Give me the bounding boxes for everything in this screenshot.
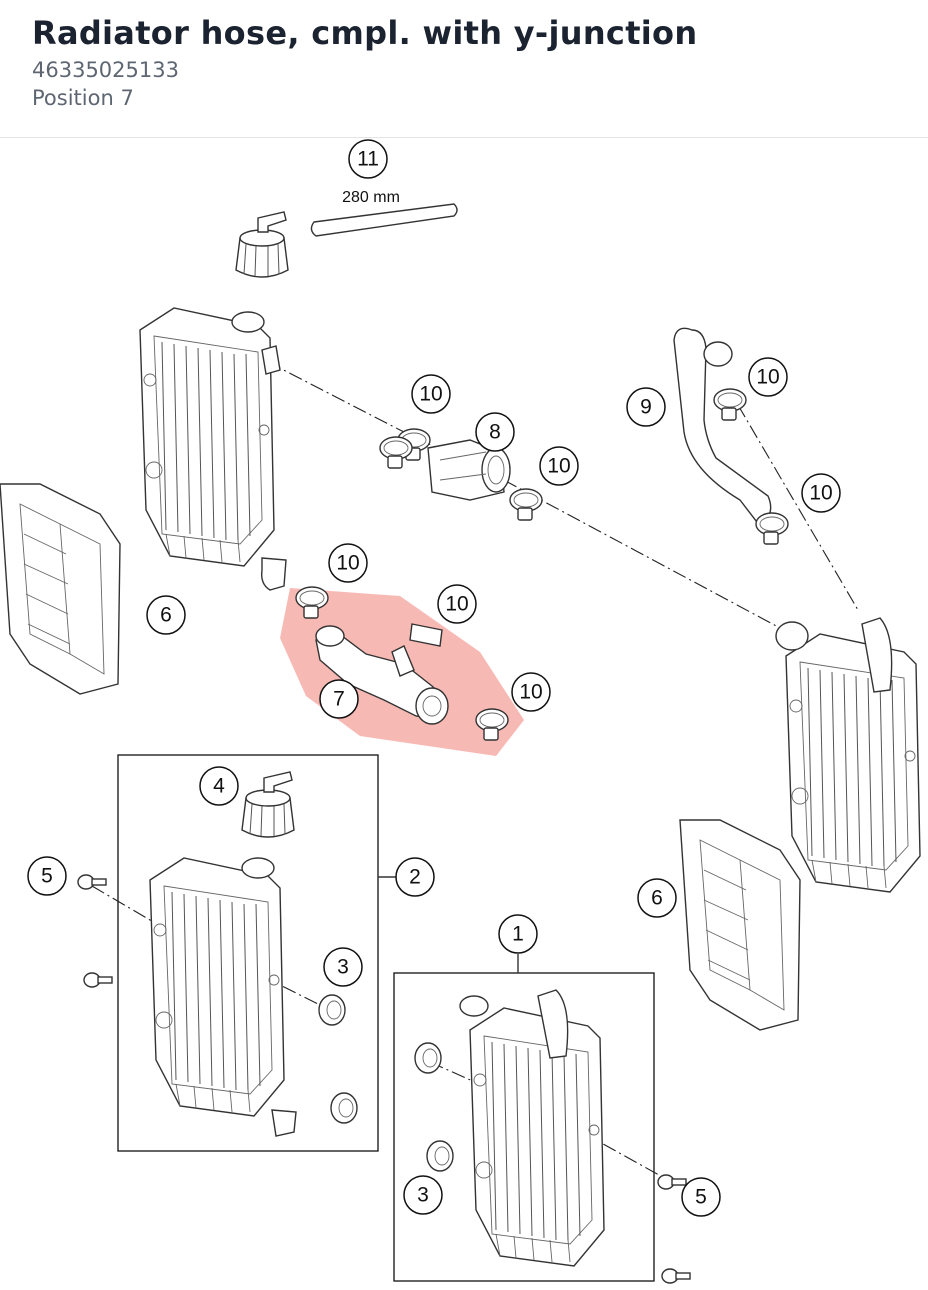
callout-9[interactable]: 9 <box>626 387 666 427</box>
svg-text:6: 6 <box>160 604 172 627</box>
callout-3[interactable]: 3 <box>403 1175 443 1215</box>
alignment-line <box>737 404 859 611</box>
callout-6[interactable]: 6 <box>637 878 677 918</box>
svg-text:10: 10 <box>519 681 542 704</box>
screw <box>83 972 113 988</box>
svg-text:10: 10 <box>336 552 359 575</box>
svg-text:10: 10 <box>809 482 832 505</box>
svg-text:7: 7 <box>333 688 345 711</box>
callout-10[interactable]: 10 <box>748 357 788 397</box>
svg-text:8: 8 <box>489 421 501 444</box>
callout-8[interactable]: 8 <box>475 412 515 452</box>
radiator-assembly-2 <box>149 857 285 1117</box>
callout-6[interactable]: 6 <box>146 595 186 635</box>
page-title: Radiator hose, cmpl. with y-junction <box>32 14 698 52</box>
svg-text:10: 10 <box>419 383 442 406</box>
filler-cap <box>235 211 289 278</box>
radiator-shroud-right <box>679 819 801 1031</box>
radiator-hose-y-junction <box>315 625 449 725</box>
rubber-grommet <box>318 994 346 1026</box>
callout-10[interactable]: 10 <box>328 543 368 583</box>
radiator-shroud-left <box>0 483 121 695</box>
straight-hose-280mm <box>310 203 458 237</box>
radiator-right <box>785 633 921 893</box>
callout-5[interactable]: 5 <box>27 856 67 896</box>
rubber-grommet <box>426 1140 454 1172</box>
callout-1[interactable]: 1 <box>498 914 538 954</box>
svg-text:1: 1 <box>512 923 524 946</box>
svg-text:9: 9 <box>640 396 652 419</box>
screw <box>657 1174 687 1190</box>
rubber-grommet <box>414 1042 442 1074</box>
hose-clamp-small <box>409 623 443 647</box>
exploded-parts-diagram: 280 mm 11 10 8 10 9 10 10 10 10 10 7 6 4… <box>0 139 921 1284</box>
svg-text:2: 2 <box>409 866 421 889</box>
callout-7[interactable]: 7 <box>319 679 359 719</box>
screw <box>661 1268 691 1284</box>
svg-text:4: 4 <box>213 775 225 798</box>
rubber-grommet <box>330 1092 358 1124</box>
y-junction-piece <box>427 439 511 501</box>
svg-text:3: 3 <box>417 1184 429 1207</box>
svg-text:10: 10 <box>756 366 779 389</box>
hose-clamp <box>509 488 543 521</box>
svg-text:5: 5 <box>41 865 53 888</box>
svg-text:3: 3 <box>337 956 349 979</box>
hose-clamp <box>713 388 747 421</box>
callout-3[interactable]: 3 <box>323 947 363 987</box>
screw <box>77 874 107 890</box>
svg-text:10: 10 <box>547 455 570 478</box>
callout-10[interactable]: 10 <box>437 584 477 624</box>
radiator-left <box>139 307 275 567</box>
svg-text:10: 10 <box>445 593 468 616</box>
hose-clamp <box>379 436 413 469</box>
position-label: Position 7 <box>32 86 134 110</box>
assembly-box-2 <box>117 754 379 1152</box>
svg-text:5: 5 <box>695 1186 707 1209</box>
callout-10[interactable]: 10 <box>511 672 551 712</box>
callout-5[interactable]: 5 <box>681 1177 721 1217</box>
page-header: Radiator hose, cmpl. with y-junction 463… <box>0 0 928 138</box>
svg-text:11: 11 <box>357 148 379 171</box>
assembly-box-1 <box>393 972 655 1282</box>
part-number: 46335025133 <box>32 58 179 82</box>
callout-10[interactable]: 10 <box>801 473 841 513</box>
callout-10[interactable]: 10 <box>411 374 451 414</box>
callout-2[interactable]: 2 <box>395 857 435 897</box>
alignment-line <box>429 1061 669 1181</box>
filler-cap <box>241 771 295 838</box>
svg-text:6: 6 <box>651 887 663 910</box>
radiator-assembly-1 <box>469 1007 605 1267</box>
callout-11[interactable]: 11 <box>348 139 388 179</box>
dimension-label: 280 mm <box>342 189 400 206</box>
hose-clamp <box>755 512 789 545</box>
callout-10[interactable]: 10 <box>539 446 579 486</box>
callout-4[interactable]: 4 <box>199 766 239 806</box>
